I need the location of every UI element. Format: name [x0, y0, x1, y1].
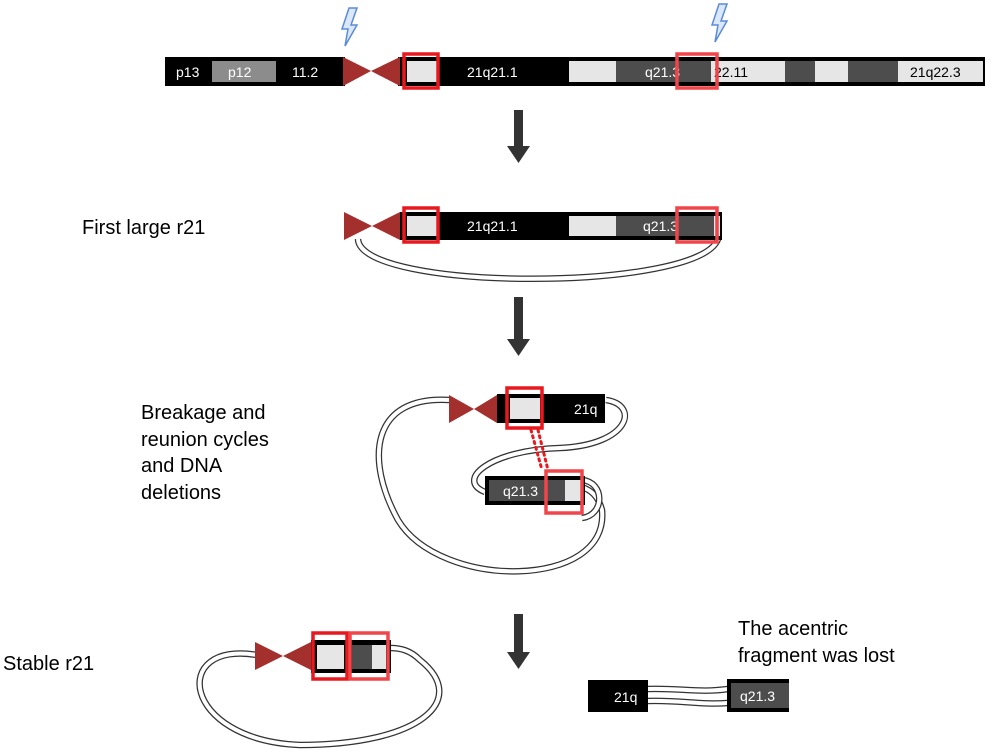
centromere-q-side [371, 57, 400, 86]
centromere-q-side [283, 642, 311, 670]
band-label-21q21-1: 21q21.1 [467, 64, 518, 80]
band-q22-2-light [815, 61, 848, 82]
stable-end-band [372, 645, 386, 669]
ring1-label-q21-3: q21.3 [643, 218, 678, 234]
ring-breakage-cycle: 21q q21.3 [375, 386, 629, 575]
band-q22-2-dark [848, 61, 898, 82]
acentric-label-q21-3: q21.3 [740, 688, 775, 704]
ring1-band-light [407, 216, 437, 236]
band-p12 [212, 61, 276, 82]
lightning-bolt-icon [710, 3, 729, 43]
cycle-label-q21-3: q21.3 [503, 483, 538, 499]
cycle-lower-light-band [565, 480, 583, 501]
junction-dots-right [536, 428, 550, 472]
breakpoint-box-distal [544, 469, 584, 515]
caption-acentric-line-2: fragment was lost [738, 645, 895, 667]
ring1-label-21q21-1: 21q21.1 [467, 218, 518, 234]
cycle-label-21q: 21q [574, 401, 597, 417]
acentric-q21-3-band [731, 683, 789, 708]
caption-stable-r21: Stable r21 [3, 653, 94, 675]
breakpoint-box-distal [675, 52, 719, 90]
centromere-q-side [372, 212, 400, 240]
band-q21-3 [616, 61, 711, 82]
band-label-21q22-3: 21q22.3 [910, 64, 961, 80]
caption-first-large-r21: First large r21 [82, 217, 205, 239]
down-arrow-icon [507, 110, 530, 163]
band-label-p13: p13 [176, 64, 200, 80]
band-q21-2-light [569, 61, 616, 82]
caption-acentric-line-1: The acentric [738, 618, 848, 640]
band-q22-11 [711, 61, 785, 82]
band-label-q21-3: q21.3 [645, 64, 680, 80]
ring1-band-q21-3 [616, 216, 715, 236]
stable-ring-chromosome [196, 631, 443, 749]
acentric-fragment: 21q q21.3 [588, 679, 789, 712]
acentric-21q-segment [588, 680, 648, 712]
band-q22-12 [785, 61, 815, 82]
breakpoint-box-proximal [402, 52, 440, 90]
cycle-upper-light-band [510, 398, 540, 419]
centromere-p-side [344, 212, 372, 240]
band-q22-3 [898, 61, 983, 82]
caption-line-1: Breakage and [141, 402, 266, 424]
band-label-11-2: 11.2 [292, 64, 318, 80]
lightning-bolt-icon [340, 7, 359, 47]
normal-chromosome-21: p13 p12 11.2 21q21.1 q21.3 22.11 21q22.3 [165, 52, 985, 90]
centromere-q-side [474, 395, 497, 423]
centromere-p-side [255, 642, 283, 670]
band-q11-light [407, 61, 437, 82]
band-label-22-11: 22.11 [714, 64, 748, 80]
caption-line-4: deletions [141, 482, 221, 504]
caption-line-3: and DNA [141, 455, 223, 477]
centromere-p-side [449, 395, 474, 423]
band-label-p12: p12 [228, 64, 252, 80]
breakpoint-box-proximal [505, 386, 544, 430]
caption-acentric-fragment: The acentric fragment was lost [738, 618, 895, 667]
breakpoint-box-proximal [311, 631, 349, 681]
caption-breakage-reunion: Breakage and reunion cycles and DNA dele… [141, 402, 269, 504]
caption-line-2: reunion cycles [141, 429, 269, 451]
breakpoint-box-proximal [402, 206, 440, 244]
breakpoint-box-distal [348, 631, 390, 681]
breakpoint-box-distal [675, 206, 719, 244]
down-arrow-icon [507, 297, 530, 356]
centromere-p-side [343, 57, 371, 86]
first-large-ring-chromosome: 21q21.1 q21.3 [344, 206, 722, 282]
down-arrow-icon [507, 614, 530, 669]
stable-light-band [317, 645, 344, 669]
acentric-label-21q: 21q [614, 689, 637, 705]
ring1-band-light-2 [569, 216, 616, 236]
stable-dark-band [352, 645, 372, 669]
junction-dots-left [529, 428, 544, 472]
